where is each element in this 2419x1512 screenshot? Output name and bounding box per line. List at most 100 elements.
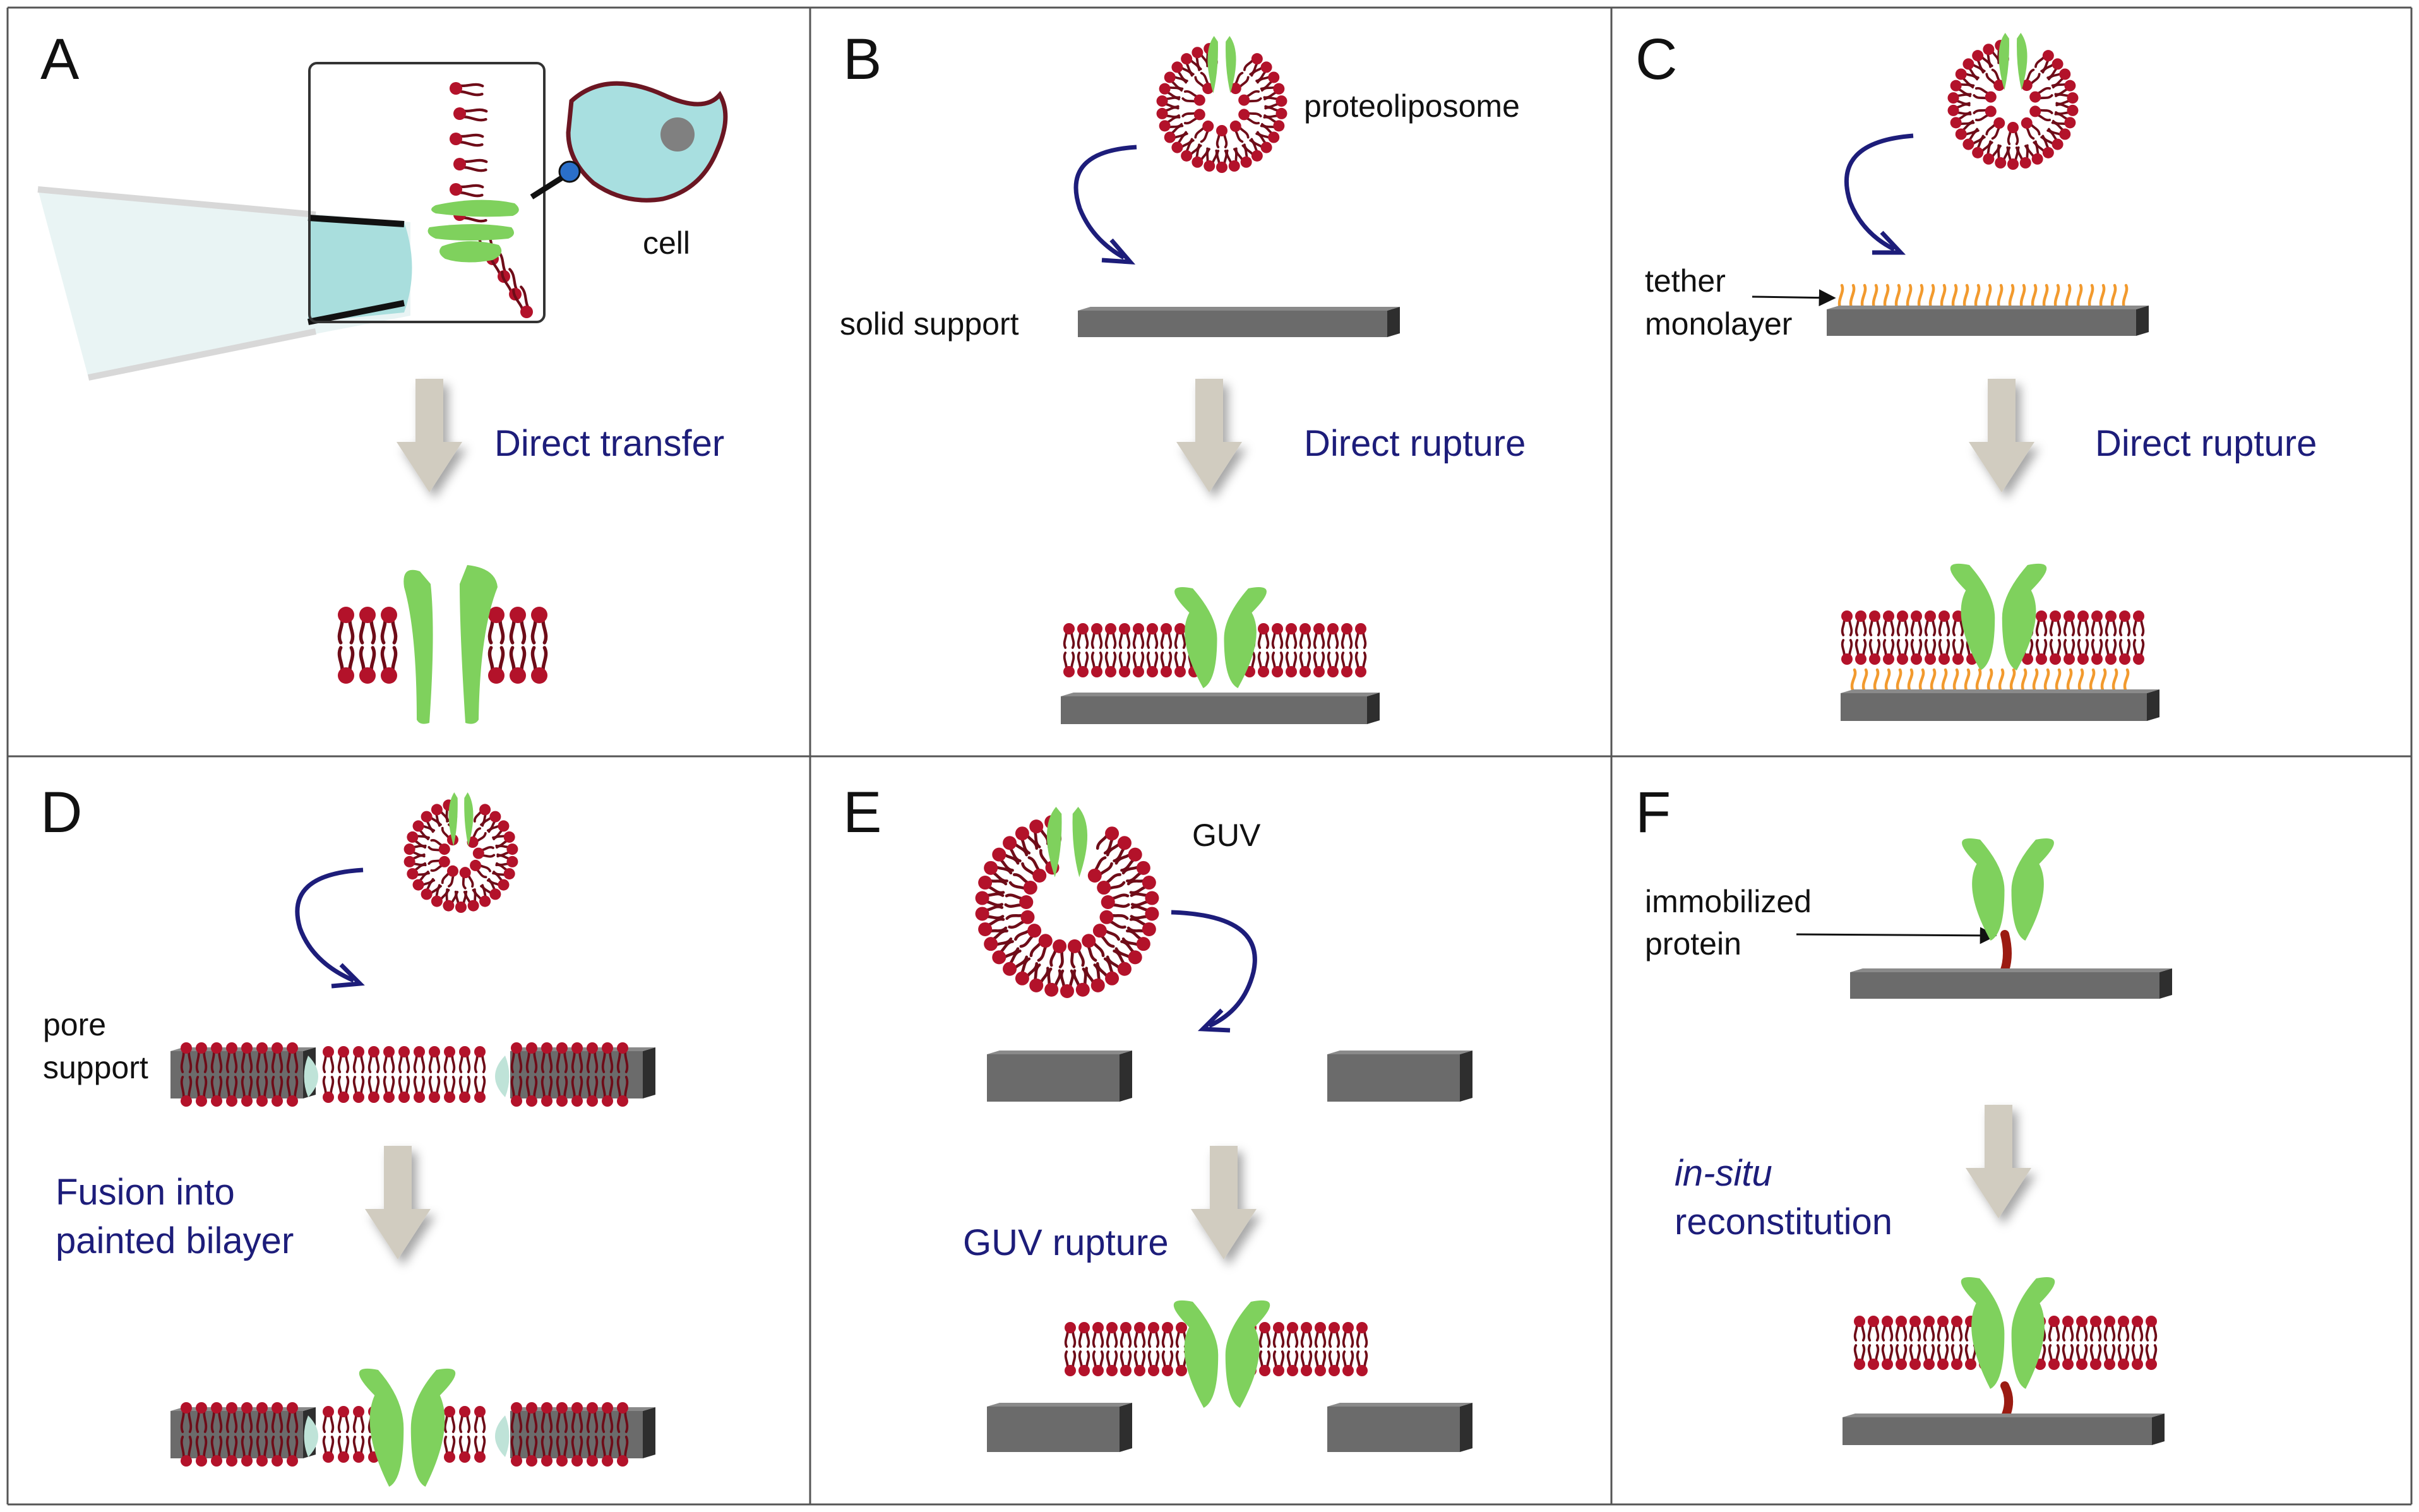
lipid-icon xyxy=(975,891,1005,907)
lipid-icon xyxy=(601,1402,614,1433)
panel-label-e: E xyxy=(843,780,881,845)
lipid-icon xyxy=(1327,652,1339,677)
lipid-icon xyxy=(2131,1344,2144,1370)
protein-icon xyxy=(403,565,498,724)
lipid-icon xyxy=(1258,1322,1271,1348)
lipid-icon xyxy=(510,1436,523,1467)
lipid-icon xyxy=(1215,150,1228,173)
lipid-icon xyxy=(1855,639,1867,665)
lipid-icon xyxy=(510,1042,523,1073)
lipid-icon xyxy=(1263,95,1287,109)
lipid-icon xyxy=(225,1402,238,1433)
lipid-icon xyxy=(509,607,527,645)
lipid-icon xyxy=(1955,121,1979,140)
cell-attachment-icon xyxy=(558,160,581,183)
lipid-bilayer xyxy=(1853,1316,2158,1370)
lipid-icon xyxy=(352,1076,365,1103)
proteoliposome-icon xyxy=(1156,36,1287,173)
lipid-icon xyxy=(1161,1350,1174,1376)
monolayer-label: monolayer xyxy=(1645,306,1792,342)
lipid-icon xyxy=(978,917,1008,936)
lipid-icon xyxy=(1973,105,1997,122)
lipid-icon xyxy=(1159,116,1183,132)
lipid-icon xyxy=(271,1042,284,1073)
lipid-icon xyxy=(337,1046,350,1073)
lipid-icon xyxy=(1160,652,1173,677)
guv-icon xyxy=(975,807,1159,998)
lipid-icon xyxy=(601,1076,614,1107)
lipid-bilayer xyxy=(1063,623,1367,677)
lipid-icon xyxy=(2089,1316,2102,1342)
lipid-icon xyxy=(1161,1322,1174,1348)
lipid-icon xyxy=(450,82,484,97)
lipid-icon xyxy=(458,1406,471,1433)
lipid-icon xyxy=(1114,940,1142,965)
lipid-icon xyxy=(1064,1322,1077,1348)
lipid-icon xyxy=(556,1076,568,1107)
lipid-icon xyxy=(1964,1344,1977,1370)
block-arrow-icon xyxy=(1176,379,1242,492)
lipid-icon xyxy=(509,646,527,684)
lipid-icon xyxy=(1955,68,1979,87)
lipid-icon xyxy=(2047,68,2071,87)
lipid-icon xyxy=(1194,71,1214,95)
lipid-icon xyxy=(1867,1316,1880,1342)
cell-label: cell xyxy=(643,225,690,261)
lipid-icon xyxy=(210,1042,223,1073)
lipid-icon xyxy=(984,929,1013,951)
lipid-icon xyxy=(1092,924,1120,948)
lipid-icon xyxy=(1147,1322,1160,1348)
lipid-icon xyxy=(1853,1316,1866,1342)
lipid-icon xyxy=(1118,652,1131,677)
lipid-icon xyxy=(992,847,1020,872)
lipid-icon xyxy=(180,1402,193,1433)
lipid-icon xyxy=(337,646,355,684)
block-arrow-icon xyxy=(397,379,462,492)
lipid-icon xyxy=(1853,1344,1866,1370)
lipid-icon xyxy=(1090,623,1103,649)
lipid-icon xyxy=(1194,120,1214,143)
lipid-icon xyxy=(2105,639,2117,665)
lipid-icon xyxy=(472,846,496,859)
lipid-icon xyxy=(1909,1316,1921,1342)
lipid-icon xyxy=(2076,1316,2088,1342)
lipid-icon xyxy=(1092,1350,1104,1376)
lipid-icon xyxy=(1063,623,1075,649)
lipid-icon xyxy=(1132,652,1145,677)
lipid-icon xyxy=(1078,1322,1090,1348)
lipid-icon xyxy=(1064,1350,1077,1376)
lipid-icon xyxy=(510,1402,523,1433)
lipid-icon xyxy=(992,940,1020,965)
lipid-icon xyxy=(2131,1316,2144,1342)
lipid-icon xyxy=(984,860,1013,883)
lipid-icon xyxy=(1238,109,1262,125)
curved-arrow-icon xyxy=(295,867,364,983)
lipid-icon xyxy=(383,1076,395,1103)
lipid-icon xyxy=(225,1436,238,1467)
lipid-icon xyxy=(2077,610,2089,636)
lipid-icon xyxy=(1260,116,1285,132)
lipid-icon xyxy=(1973,86,1997,103)
lipid-icon xyxy=(2035,610,2048,636)
solid-support-label: solid support xyxy=(840,306,1019,342)
lipid-icon xyxy=(195,1436,208,1467)
lipid-icon xyxy=(1923,1344,1935,1370)
lipid-icon xyxy=(512,285,533,318)
lipid-icon xyxy=(256,1042,268,1073)
lipid-icon xyxy=(487,607,505,645)
lipid-icon xyxy=(2052,112,2076,129)
lipid-icon xyxy=(2117,1344,2130,1370)
lipid-icon xyxy=(286,1436,299,1467)
lipid-icon xyxy=(2118,639,2131,665)
lipid-icon xyxy=(256,1076,268,1107)
lipid-icon xyxy=(2132,610,2145,636)
lipid-icon xyxy=(413,1046,426,1073)
solid-support-icon xyxy=(1061,693,1380,724)
protein-label: protein xyxy=(1645,926,1741,961)
lipid-icon xyxy=(1286,1322,1299,1348)
lipid-icon xyxy=(271,1076,284,1107)
lipid-icon xyxy=(2103,1344,2116,1370)
lipid-icon xyxy=(2048,1316,2060,1342)
lipid-icon xyxy=(1015,957,1039,985)
lipid-icon xyxy=(195,1042,208,1073)
